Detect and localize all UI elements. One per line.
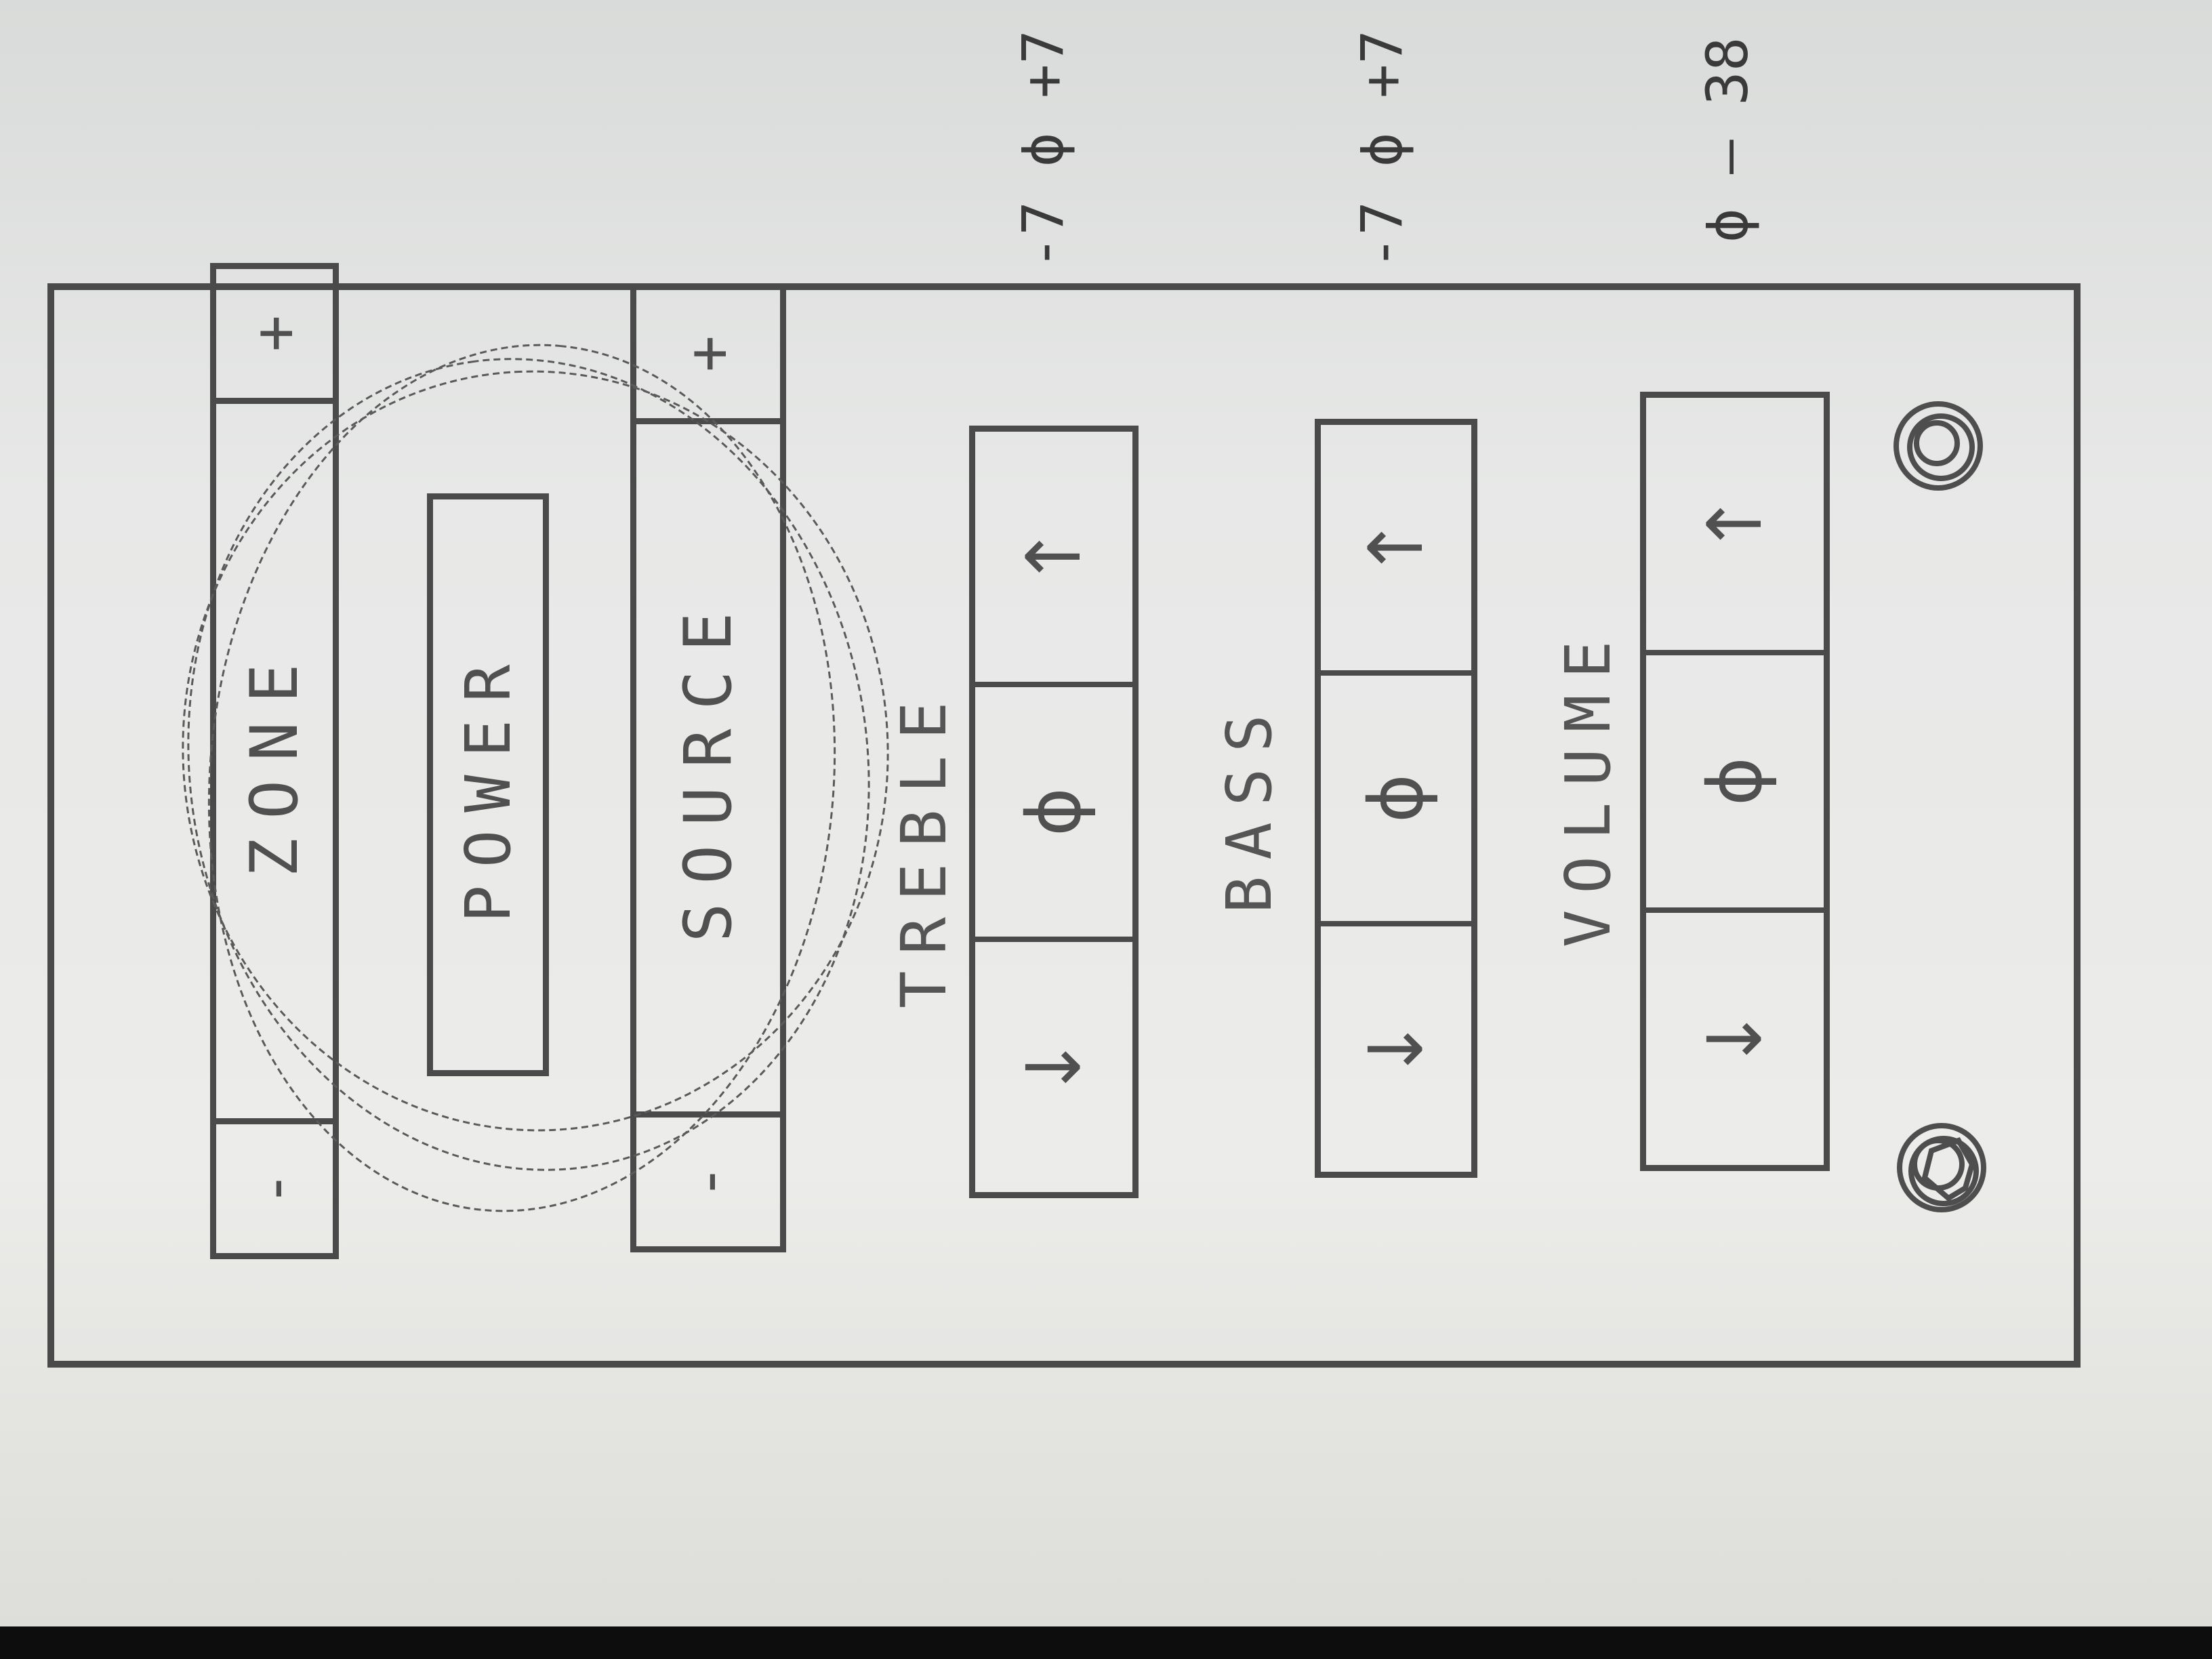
bass-control[interactable]: ↓ ϕ ↑ bbox=[1315, 419, 1477, 1178]
volume-label: VOLUME bbox=[1552, 624, 1624, 947]
bass-range: -7 ϕ +7 bbox=[1349, 29, 1415, 270]
scribble-circle-icon[interactable] bbox=[1884, 392, 1992, 500]
volume-value: ϕ bbox=[1646, 655, 1824, 913]
treble-range: -7 ϕ +7 bbox=[1010, 29, 1076, 270]
bass-up-button[interactable]: ↑ bbox=[1321, 425, 1471, 676]
scribble-circle-icon[interactable] bbox=[1884, 1110, 1999, 1225]
treble-down-button[interactable]: ↓ bbox=[1010, 1036, 1097, 1099]
bass-value: ϕ bbox=[1321, 676, 1471, 926]
volume-range: ϕ – 38 bbox=[1694, 37, 1761, 243]
volume-up-button[interactable]: ↑ bbox=[1646, 398, 1824, 655]
photo-bottom-edge bbox=[0, 1626, 2212, 1659]
bass-label: BASS bbox=[1213, 698, 1286, 914]
volume-control[interactable]: ↓ ϕ ↑ bbox=[1640, 392, 1830, 1171]
treble-control[interactable]: ↓ ϕ ↑ bbox=[969, 426, 1139, 1198]
volume-down-button[interactable]: ↓ bbox=[1692, 1007, 1778, 1071]
bass-down-button[interactable]: ↓ bbox=[1353, 1017, 1439, 1081]
treble-label: TREBLE bbox=[888, 685, 960, 1008]
treble-value: ϕ bbox=[975, 687, 1132, 943]
treble-up-button[interactable]: ↑ bbox=[975, 431, 1132, 687]
